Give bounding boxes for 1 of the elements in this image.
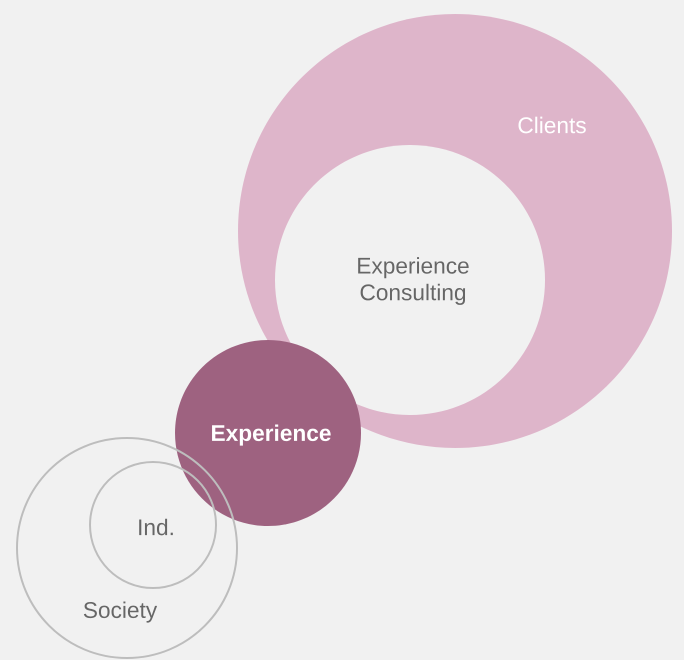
inner-ring: Ind.	[89, 461, 217, 589]
